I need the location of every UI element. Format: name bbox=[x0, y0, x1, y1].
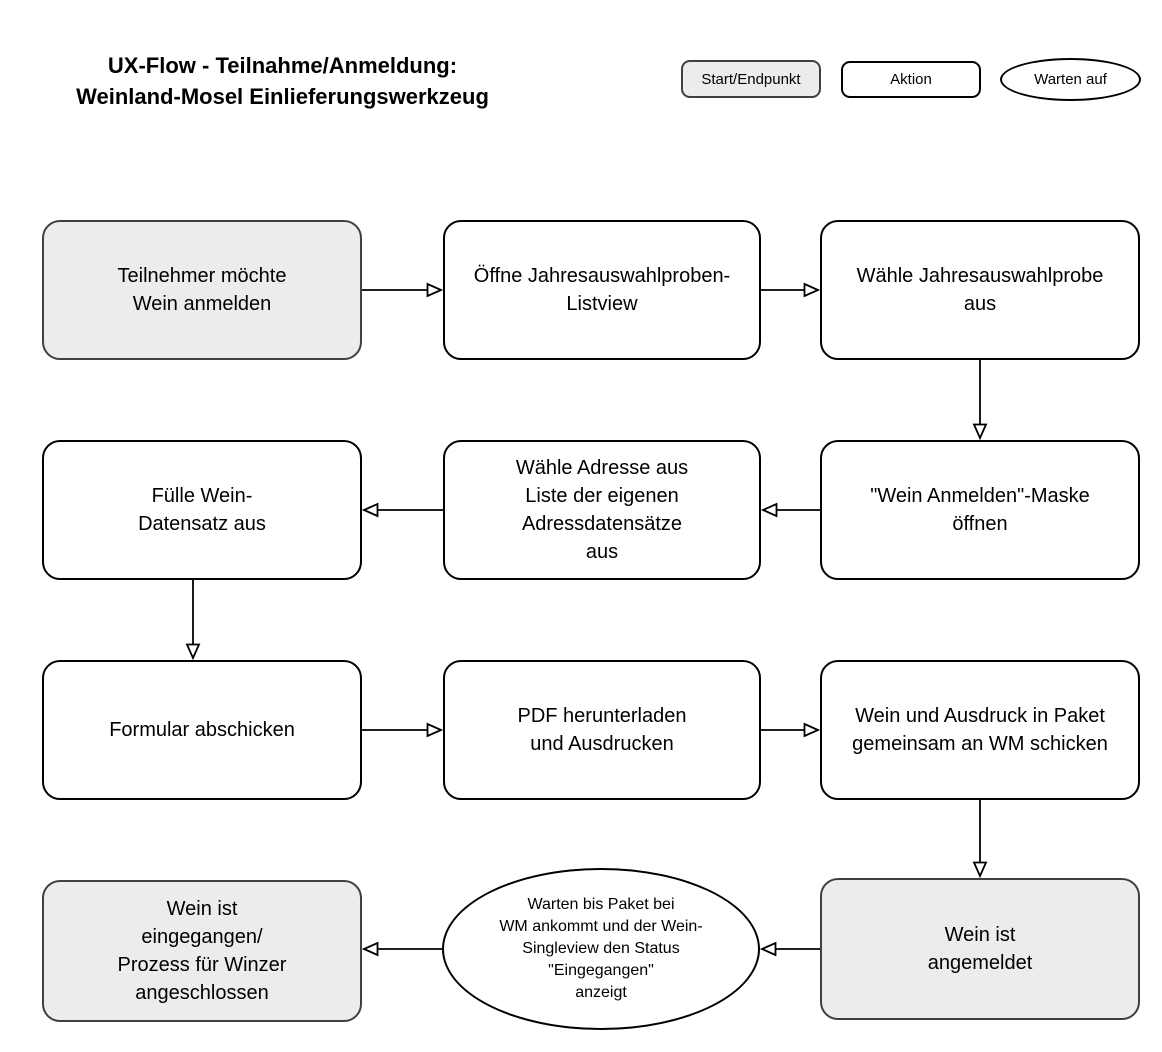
node-label: Öffne Jahresauswahlproben- Listview bbox=[473, 265, 731, 315]
legend-start-endpunkt: Start/Endpunkt bbox=[681, 60, 821, 98]
node-wein-und-ausdruck-in-paket: Wein und Ausdruck in Paket gemeinsam an … bbox=[820, 660, 1140, 800]
node-label: Fülle Wein- Datensatz aus bbox=[138, 485, 266, 535]
node-formular-abschicken: Formular abschicken bbox=[42, 660, 362, 800]
diagram-title: UX-Flow - Teilnahme/Anmeldung: Weinland-… bbox=[76, 53, 489, 109]
node-wein-anmelden-maske-oeffnen: "Wein Anmelden"-Maske öffnen bbox=[820, 440, 1140, 580]
node-label: PDF herunterladen und Ausdrucken bbox=[517, 705, 687, 755]
node-pdf-herunterladen: PDF herunterladen und Ausdrucken bbox=[443, 660, 761, 800]
node-wein-ist-angemeldet: Wein ist angemeldet bbox=[820, 878, 1140, 1020]
legend-start-endpunkt-label: Start/Endpunkt bbox=[701, 70, 801, 88]
node-fuelle-wein-datensatz-aus: Fülle Wein- Datensatz aus bbox=[42, 440, 362, 580]
node-label: "Wein Anmelden"-Maske öffnen bbox=[870, 485, 1090, 535]
node-label: Wähle Adresse aus Liste der eigenen Adre… bbox=[515, 457, 689, 563]
node-label: Wein ist angemeldet bbox=[927, 924, 1033, 974]
node-label: Formular abschicken bbox=[109, 719, 295, 741]
legend-aktion-label: Aktion bbox=[890, 71, 932, 88]
node-waehle-adresse-aus: Wähle Adresse aus Liste der eigenen Adre… bbox=[443, 440, 761, 580]
node-teilnehmer-moechte-wein-anmelden: Teilnehmer möchte Wein anmelden bbox=[42, 220, 362, 360]
legend-aktion: Aktion bbox=[841, 61, 981, 98]
node-label: Wähle Jahresauswahlprobe aus bbox=[856, 265, 1104, 315]
node-label: Wein und Ausdruck in Paket gemeinsam an … bbox=[852, 705, 1108, 755]
node-warten-bis-paket-bei-wm: Warten bis Paket bei WM ankommt und der … bbox=[442, 868, 760, 1030]
node-wein-ist-eingegangen: Wein ist eingegangen/ Prozess für Winzer… bbox=[42, 880, 362, 1022]
legend-warten-auf-label: Warten auf bbox=[1034, 71, 1107, 88]
node-label: Wein ist eingegangen/ Prozess für Winzer… bbox=[117, 898, 287, 1004]
node-label: Warten bis Paket bei WM ankommt und der … bbox=[499, 896, 703, 1001]
node-label: Teilnehmer möchte Wein anmelden bbox=[117, 265, 287, 315]
node-oeffne-jahresauswahlproben-listview: Öffne Jahresauswahlproben- Listview bbox=[443, 220, 761, 360]
legend-warten-auf: Warten auf bbox=[1000, 58, 1141, 101]
node-waehle-jahresauswahlprobe-aus: Wähle Jahresauswahlprobe aus bbox=[820, 220, 1140, 360]
